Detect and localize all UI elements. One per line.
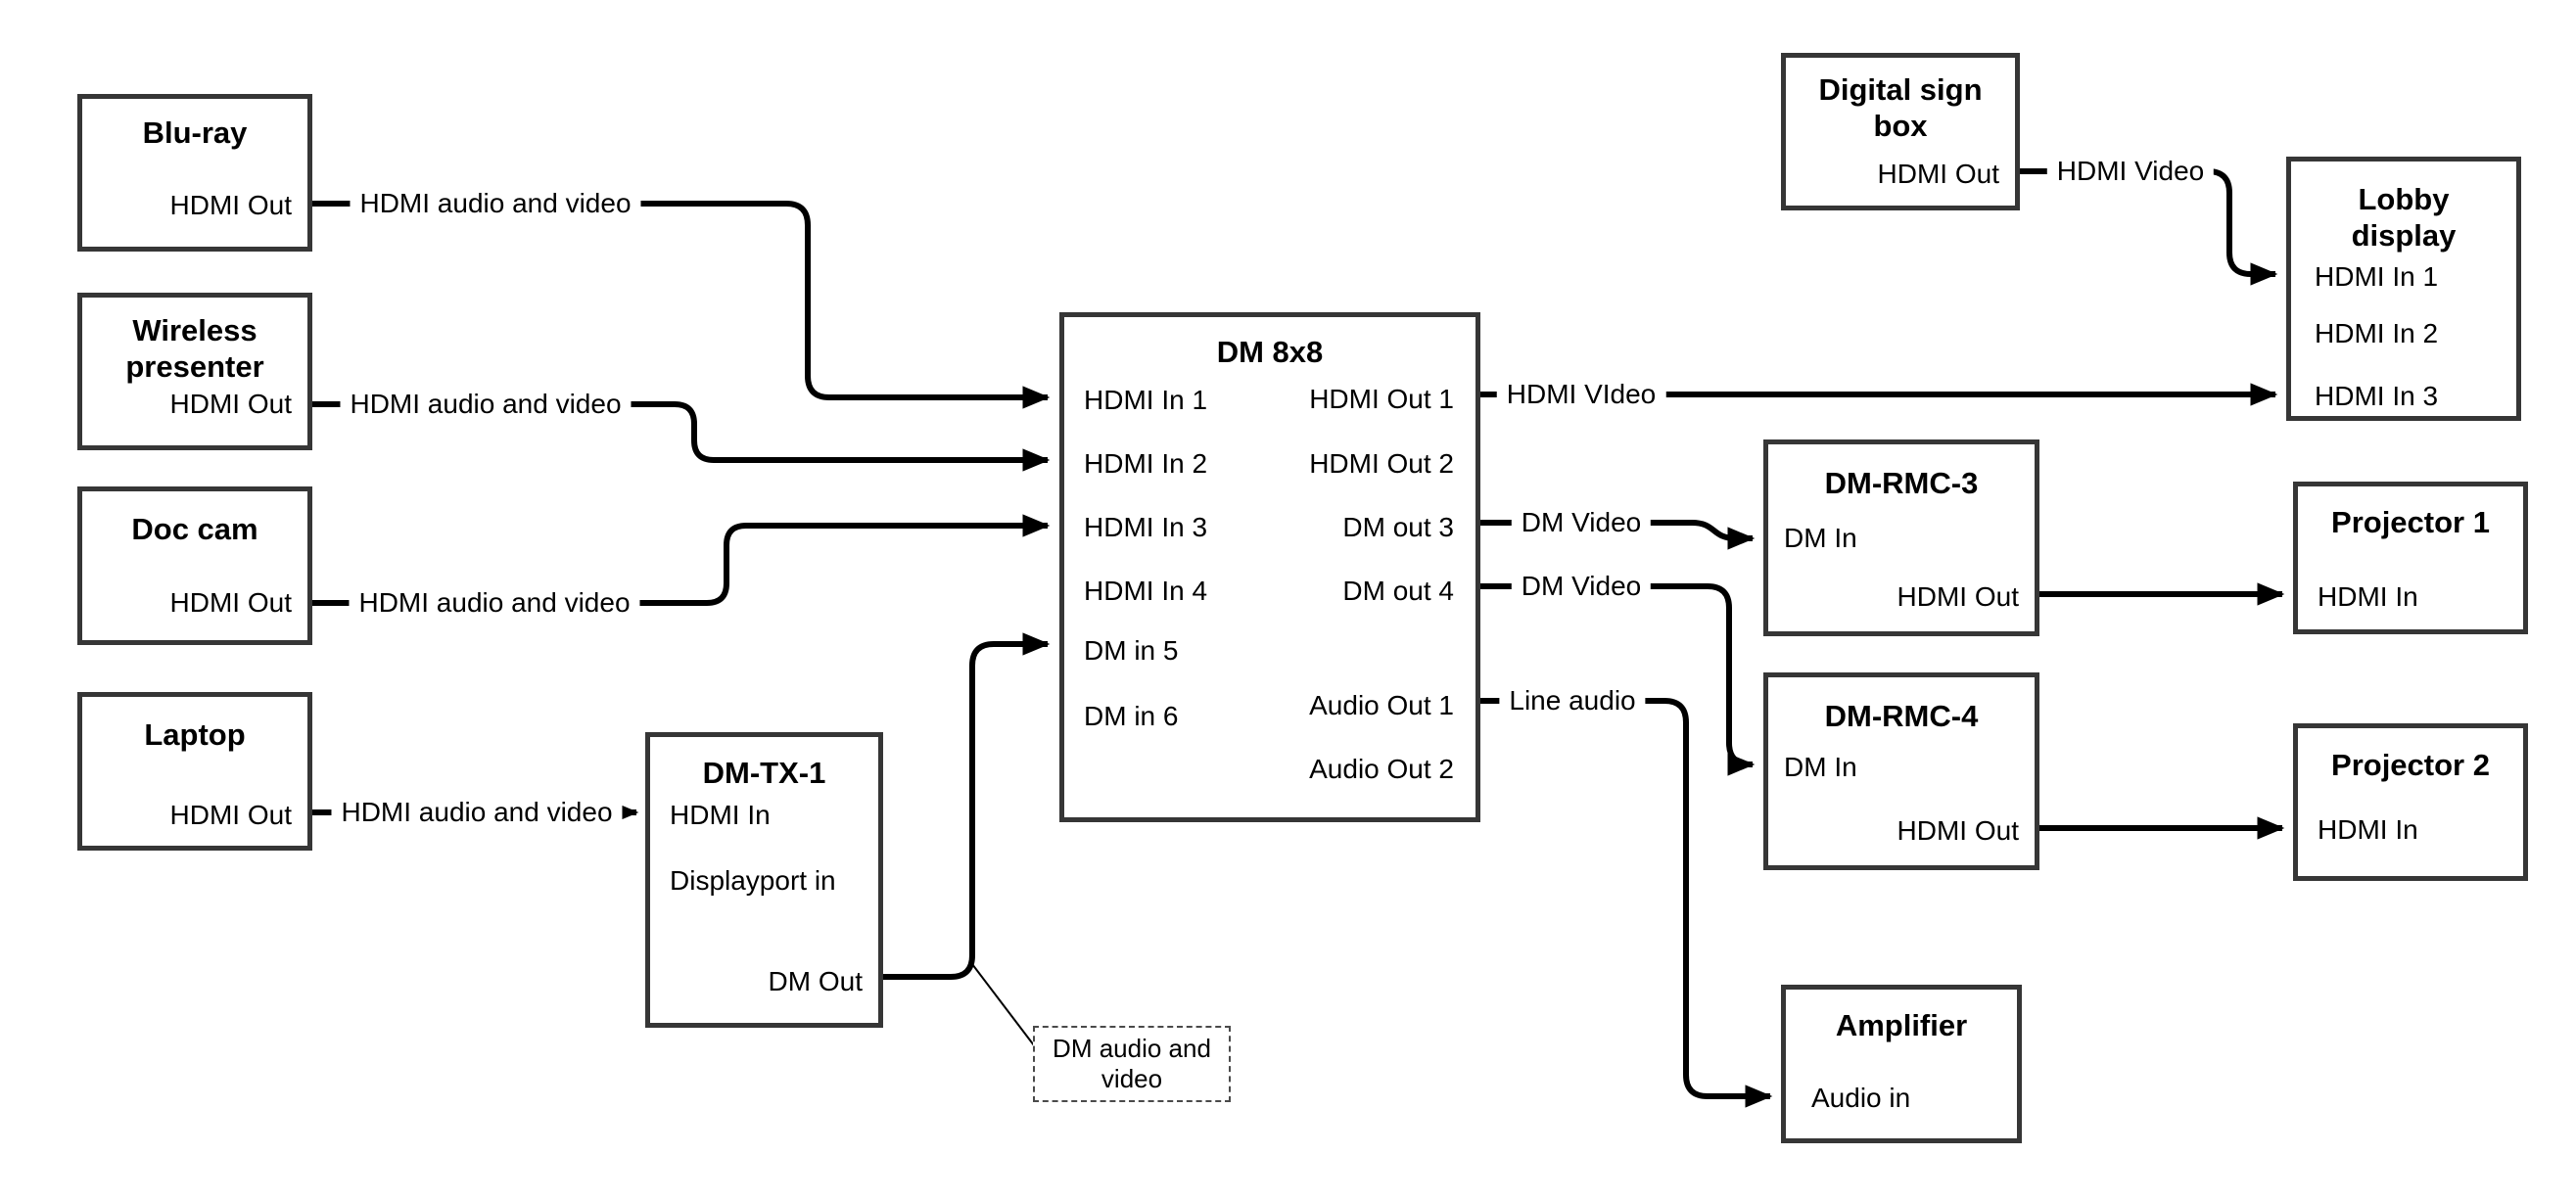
node-title: Wireless presenter bbox=[125, 313, 264, 384]
wire-doccam-to-dm8x8-in3 bbox=[312, 514, 1051, 606]
port-hdmi-in-2: HDMI In 2 bbox=[2315, 318, 2439, 348]
port-hdmi-out: HDMI Out bbox=[1877, 159, 1999, 189]
port-hdmi-out-1: HDMI Out 1 bbox=[1309, 384, 1454, 414]
port-dm-in-6: DM in 6 bbox=[1084, 701, 1179, 731]
node-title: Projector 1 bbox=[2331, 505, 2490, 539]
node-title: Amplifier bbox=[1835, 1008, 1968, 1042]
node-title: Digital sign box bbox=[1818, 72, 1983, 143]
port-dm-in: DM In bbox=[1784, 752, 1857, 782]
port-dm-out-3: DM out 3 bbox=[1342, 512, 1454, 542]
wire-digitalsign-to-lobby-in1 bbox=[2020, 168, 2278, 286]
wire-bluray-to-dm8x8-in1 bbox=[312, 201, 1051, 409]
port-hdmi-in: HDMI In bbox=[2318, 581, 2418, 612]
port-hdmi-out: HDMI Out bbox=[169, 190, 292, 220]
node-title: Blu-ray bbox=[142, 115, 248, 150]
port-hdmi-out: HDMI Out bbox=[169, 587, 292, 618]
wire-dm8x8-out3-to-dmrmc3 bbox=[1480, 520, 1756, 550]
port-hdmi-in: HDMI In bbox=[2318, 814, 2418, 845]
port-audio-out-2: Audio Out 2 bbox=[1309, 754, 1454, 784]
wire-label-hdmi-video-out1: HDMI VIdeo bbox=[1496, 378, 1666, 411]
node-title: DM-RMC-4 bbox=[1824, 699, 1979, 733]
node-digital-sign-box: Digital sign box HDMI Out bbox=[1781, 53, 2020, 210]
port-hdmi-in-2: HDMI In 2 bbox=[1084, 448, 1208, 479]
wire-dmtx1-to-dm8x8-in5 bbox=[881, 632, 1051, 980]
node-doc-cam: Doc cam HDMI Out bbox=[77, 486, 312, 645]
port-hdmi-in: HDMI In bbox=[670, 800, 771, 830]
wire-label-hdmi-audio-video-3: HDMI audio and video bbox=[349, 586, 640, 620]
node-dm-rmc-3: DM-RMC-3 DM In HDMI Out bbox=[1763, 439, 2039, 636]
port-audio-out-1: Audio Out 1 bbox=[1309, 690, 1454, 720]
node-blu-ray: Blu-ray HDMI Out bbox=[77, 94, 312, 252]
port-dm-out-4: DM out 4 bbox=[1342, 576, 1454, 606]
node-title: Projector 2 bbox=[2331, 748, 2490, 782]
wire-wireless-to-dm8x8-in2 bbox=[312, 401, 1051, 472]
node-title: DM 8x8 bbox=[1216, 335, 1324, 369]
node-title: Laptop bbox=[144, 717, 246, 752]
wire-label-dm-video-1: DM Video bbox=[1511, 506, 1652, 539]
node-dm-tx-1: DM-TX-1 HDMI In Displayport in DM Out bbox=[645, 732, 883, 1028]
note-text: DM audio and video bbox=[1053, 1034, 1211, 1093]
node-lobby-display: Lobby display HDMI In 1 HDMI In 2 HDMI I… bbox=[2286, 157, 2521, 421]
wire-label-hdmi-audio-video-1: HDMI audio and video bbox=[350, 187, 641, 220]
port-dm-out: DM Out bbox=[768, 966, 863, 996]
port-hdmi-out-2: HDMI Out 2 bbox=[1309, 448, 1454, 479]
port-dm-in: DM In bbox=[1784, 523, 1857, 553]
port-hdmi-in-1: HDMI In 1 bbox=[1084, 385, 1208, 415]
port-hdmi-out: HDMI Out bbox=[1897, 581, 2019, 612]
port-hdmi-in-1: HDMI In 1 bbox=[2315, 261, 2439, 292]
note-callout-line bbox=[971, 963, 1035, 1046]
port-hdmi-in-3: HDMI In 3 bbox=[2315, 381, 2439, 411]
node-dm-rmc-4: DM-RMC-4 DM In HDMI Out bbox=[1763, 672, 2039, 870]
node-wireless-presenter: Wireless presenter HDMI Out bbox=[77, 293, 312, 450]
port-audio-in: Audio in bbox=[1811, 1083, 1911, 1113]
wire-dm8x8-aout1-to-amplifier bbox=[1480, 698, 1773, 1108]
node-projector-2: Projector 2 HDMI In bbox=[2293, 723, 2528, 881]
wire-label-hdmi-video: HDMI Video bbox=[2046, 155, 2215, 188]
wire-label-dm-video-2: DM Video bbox=[1511, 570, 1652, 603]
port-hdmi-out: HDMI Out bbox=[1897, 815, 2019, 846]
node-projector-1: Projector 1 HDMI In bbox=[2293, 482, 2528, 634]
node-laptop: Laptop HDMI Out bbox=[77, 692, 312, 851]
node-title: Doc cam bbox=[131, 512, 258, 546]
note-dm-audio-and-video: DM audio and video bbox=[1033, 1026, 1231, 1102]
port-hdmi-in-4: HDMI In 4 bbox=[1084, 576, 1208, 606]
port-displayport-in: Displayport in bbox=[670, 865, 836, 896]
port-hdmi-out: HDMI Out bbox=[169, 800, 292, 830]
node-dm-8x8: DM 8x8 HDMI In 1 HDMI In 2 HDMI In 3 HDM… bbox=[1059, 312, 1480, 822]
node-title: Lobby display bbox=[2351, 182, 2457, 253]
port-hdmi-out: HDMI Out bbox=[169, 389, 292, 419]
wire-label-line-audio: Line audio bbox=[1499, 684, 1646, 717]
node-title: DM-TX-1 bbox=[702, 756, 826, 790]
node-title: DM-RMC-3 bbox=[1824, 466, 1979, 500]
port-dm-in-5: DM in 5 bbox=[1084, 635, 1179, 666]
wire-dm8x8-out4-to-dmrmc4 bbox=[1480, 583, 1756, 776]
node-amplifier: Amplifier Audio in bbox=[1781, 985, 2022, 1143]
wire-label-hdmi-audio-video-4: HDMI audio and video bbox=[331, 796, 623, 829]
port-hdmi-in-3: HDMI In 3 bbox=[1084, 512, 1208, 542]
wire-label-hdmi-audio-video-2: HDMI audio and video bbox=[340, 388, 632, 421]
